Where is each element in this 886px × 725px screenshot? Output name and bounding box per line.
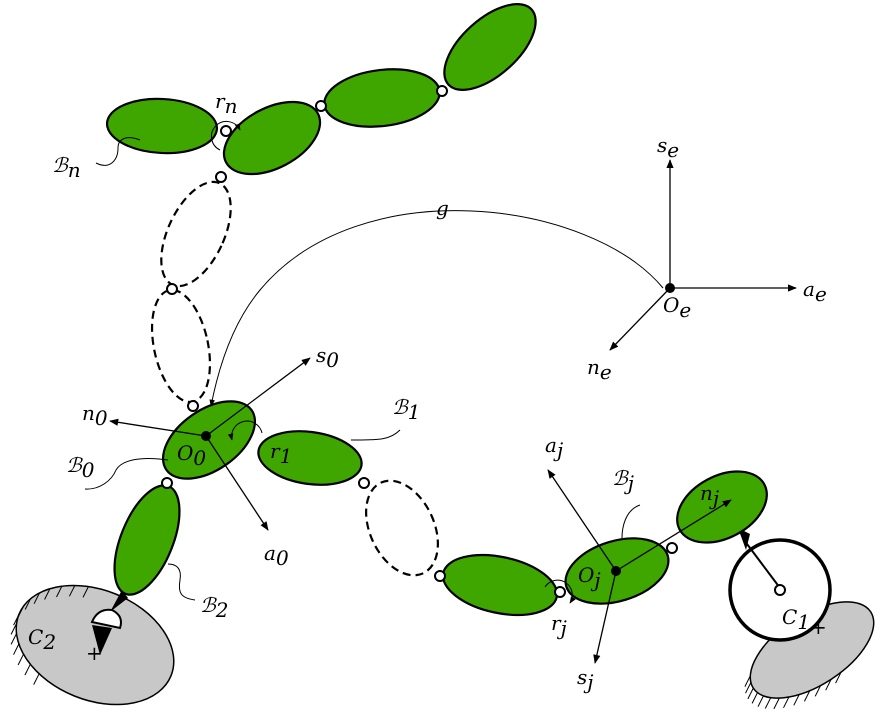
label-aj: aj: [545, 433, 563, 462]
label-g: g: [436, 196, 449, 220]
frame-oj: [547, 469, 732, 664]
hatch-mark: [757, 695, 764, 707]
label-rn: rn: [215, 89, 237, 118]
label-Bj: ℬj: [612, 466, 634, 495]
hatch-mark: [745, 682, 752, 694]
frame-oe: [609, 159, 797, 351]
svg-text:+: +: [86, 641, 103, 665]
label-C2: C2: [28, 625, 56, 654]
label-s0: s0: [316, 343, 339, 372]
label-Bn: ℬn: [52, 153, 81, 182]
hatch-mark: [68, 585, 76, 597]
links-middle: [113, 400, 768, 617]
label-a0: a0: [264, 541, 289, 570]
hatch-mark: [17, 605, 25, 617]
hatch-mark: [773, 697, 780, 710]
hatch-mark: [44, 588, 51, 600]
hatch-mark: [783, 696, 790, 709]
label-se: se: [657, 133, 679, 162]
hatch-mark: [24, 598, 32, 610]
hatch-mark: [793, 694, 800, 706]
hatch-mark: [744, 675, 751, 687]
hatch-mark: [13, 643, 20, 655]
hatch-mark: [56, 585, 63, 598]
frame-o0: [109, 357, 311, 531]
links-top: [105, 3, 537, 404]
wheel-c1: +: [728, 528, 832, 642]
hatch-mark: [33, 673, 40, 685]
leader-lines: [84, 137, 641, 601]
hatch-mark: [747, 687, 754, 700]
hatch-mark: [835, 672, 842, 684]
hatch-mark: [751, 692, 758, 704]
hatch-mark: [814, 685, 822, 697]
label-Oe: Oe: [663, 293, 691, 322]
label-C1: C1: [782, 605, 810, 634]
gripper-c2: +: [86, 590, 128, 665]
label-O0: O0: [177, 441, 206, 470]
hatch-mark: [10, 623, 17, 635]
label-B2: ℬ2: [200, 593, 228, 622]
hatch-mark: [24, 664, 31, 676]
svg-text:+: +: [810, 615, 827, 639]
label-r1: r1: [270, 439, 292, 468]
hatch-mark: [17, 653, 24, 666]
hatch-mark: [33, 592, 40, 604]
label-n0: n0: [82, 401, 108, 430]
hatch-mark: [825, 679, 832, 691]
hatch-mark: [764, 697, 772, 709]
label-nj: nj: [700, 481, 719, 510]
label-ne: ne: [587, 355, 612, 384]
label-B0: ℬ0: [66, 453, 95, 482]
curve-g: [209, 210, 664, 407]
hatch-mark: [803, 690, 811, 702]
hatch-mark: [10, 633, 17, 645]
labels: rn ℬn g se ae Oe ne s0 n0 O0 r1 ℬ1 ℬ0 a0…: [28, 89, 827, 694]
hatch-mark: [82, 586, 89, 598]
label-ae: ae: [803, 277, 827, 306]
label-Oj: Oj: [578, 563, 601, 592]
label-B1: ℬ1: [392, 395, 420, 424]
label-sj: sj: [577, 665, 593, 694]
label-rj: rj: [551, 611, 567, 640]
ground-c2: [10, 584, 175, 706]
joints: [161, 85, 678, 598]
relative-markers: [210, 120, 576, 604]
